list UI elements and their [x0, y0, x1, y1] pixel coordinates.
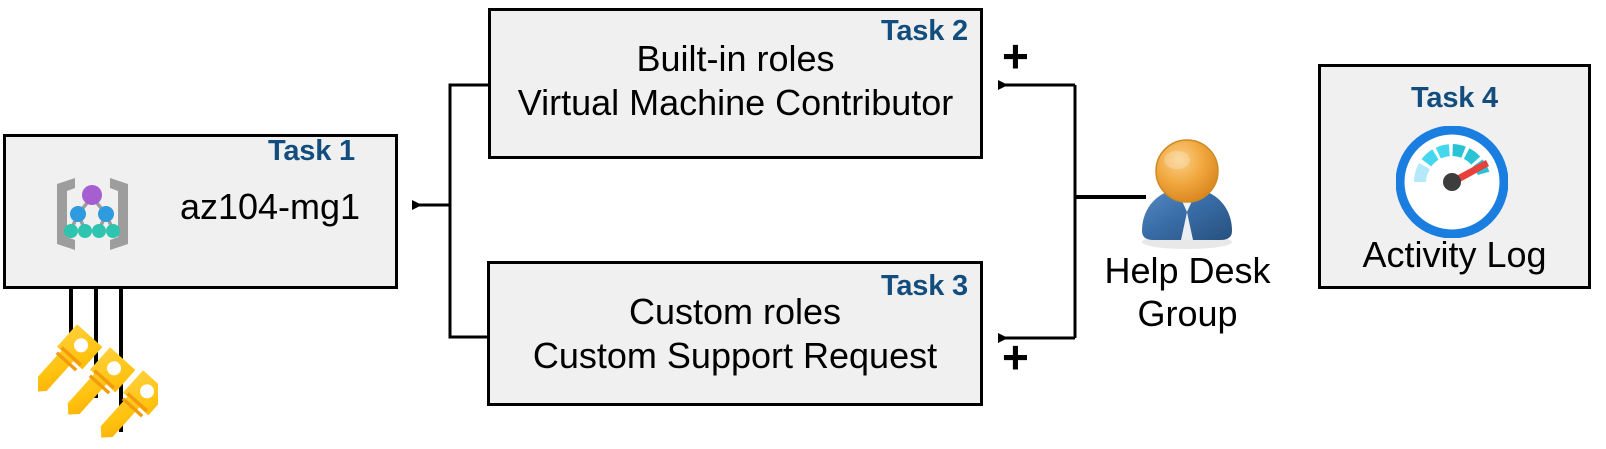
task4-text: Activity Log: [1362, 234, 1547, 275]
task2-text-line1: Built-in roles: [636, 38, 835, 79]
task3-text-line1: Custom roles: [628, 291, 842, 332]
task1-box[interactable]: [3, 134, 398, 289]
plus-top: +: [1002, 30, 1029, 82]
task1-label: Task 1: [268, 135, 355, 167]
management-group-icon: [45, 170, 140, 260]
task3-label: Task 3: [881, 270, 968, 302]
gauge-icon: [1395, 125, 1509, 239]
keys-icon: [34, 318, 169, 449]
connector-left-bus: [412, 83, 488, 339]
task1-text: az104-mg1: [179, 186, 361, 227]
helpdesk-label-line1: Help Desk: [1104, 250, 1271, 291]
task2-label: Task 2: [881, 15, 968, 47]
task4-label: Task 4: [1411, 82, 1498, 114]
plus-bottom: +: [1002, 331, 1029, 383]
task2-box[interactable]: [488, 8, 983, 159]
user-group-icon: [1132, 138, 1242, 250]
task2-text-line2: Virtual Machine Contributor: [517, 82, 954, 123]
task3-box[interactable]: [487, 261, 983, 406]
helpdesk-label-line2: Group: [1137, 293, 1238, 334]
task3-text-line2: Custom Support Request: [532, 335, 938, 376]
